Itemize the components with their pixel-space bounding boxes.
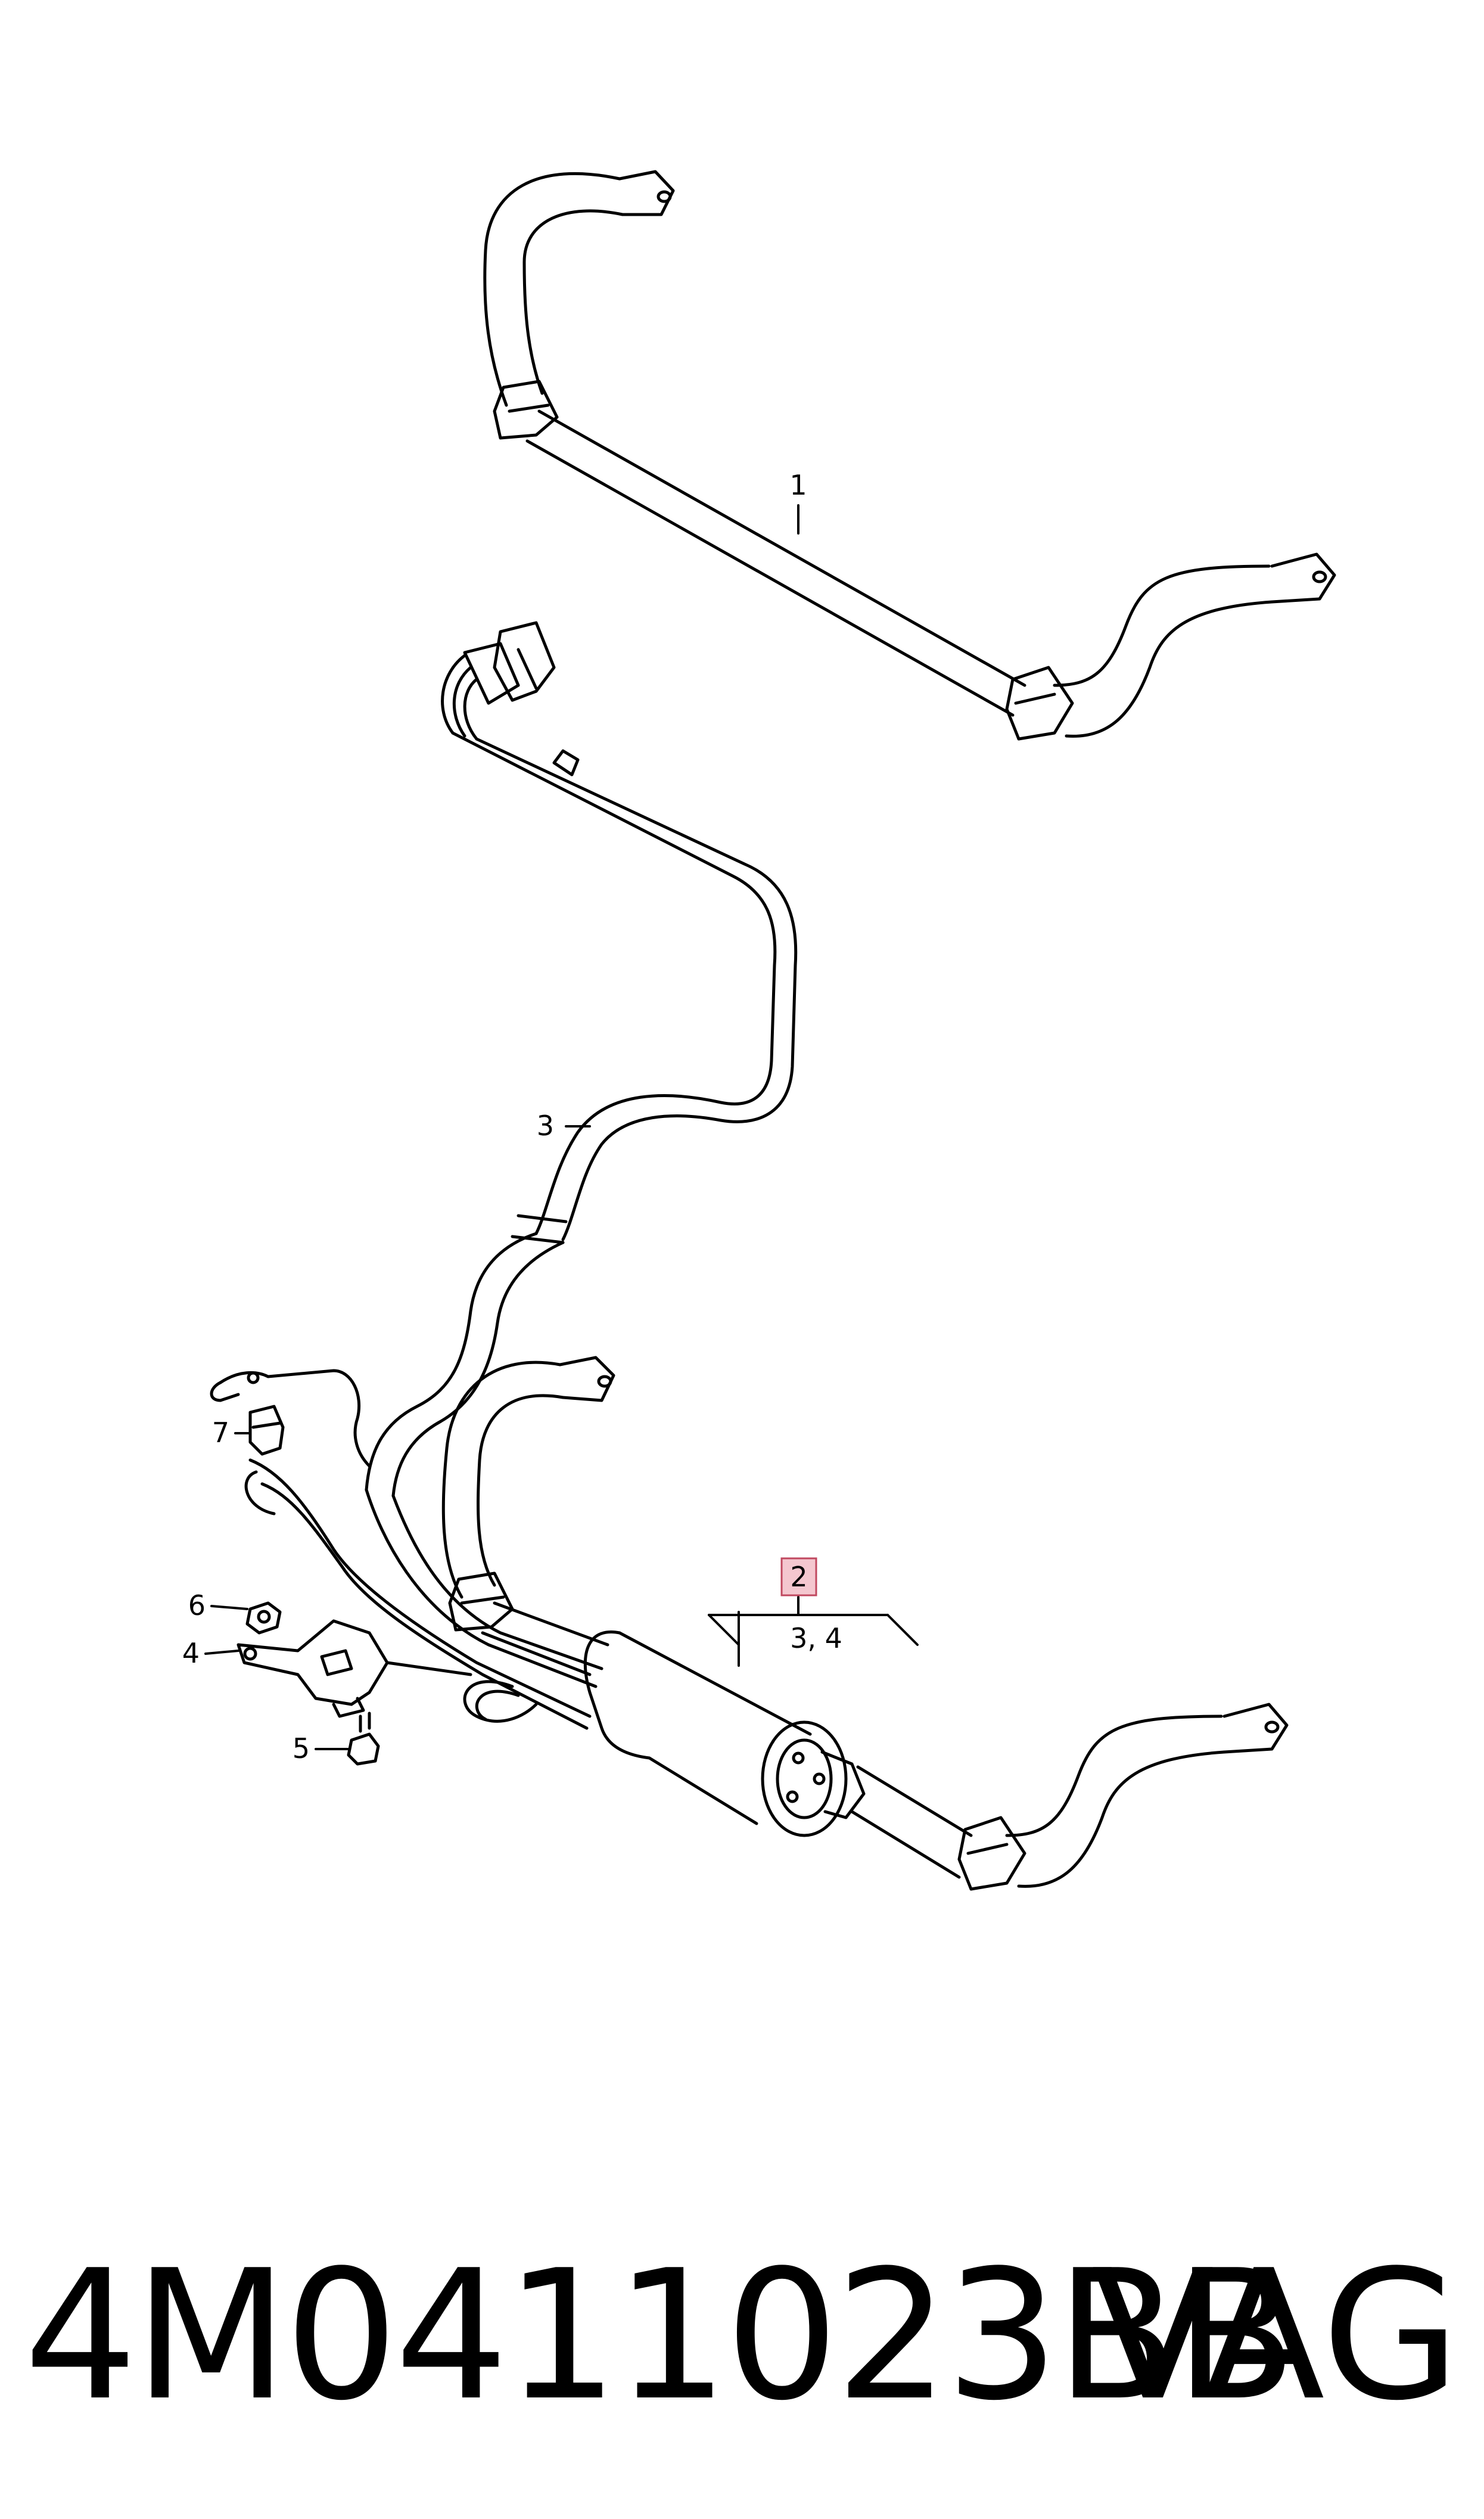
brand-name: VAG [1091, 2232, 1460, 2440]
stabilizer-bar-lower [244, 1356, 1289, 1891]
callout-3-4: 3, 4 [790, 1622, 842, 1654]
callout-2: 2 [790, 1561, 807, 1593]
ground-lead [210, 1369, 371, 1468]
nut-item-6 [245, 1601, 282, 1635]
callout-1: 1 [789, 469, 807, 501]
stabilizer-bar-upper [483, 170, 1336, 741]
callout-5: 5 [293, 1732, 310, 1765]
callout-7: 7 [212, 1417, 229, 1449]
callout-leaders [204, 504, 919, 1750]
callout-2-highlight[interactable] [780, 1557, 817, 1596]
clip-item-7 [248, 1405, 285, 1456]
part-number: 4M0411023BB [24, 2232, 1297, 2440]
sensor-item-4 [237, 1619, 472, 1718]
wiring-harness [365, 621, 798, 1498]
callout-4: 4 [182, 1637, 200, 1669]
callout-3: 3 [537, 1110, 554, 1142]
callout-6: 6 [188, 1589, 206, 1622]
bolt-item-5 [347, 1712, 380, 1766]
